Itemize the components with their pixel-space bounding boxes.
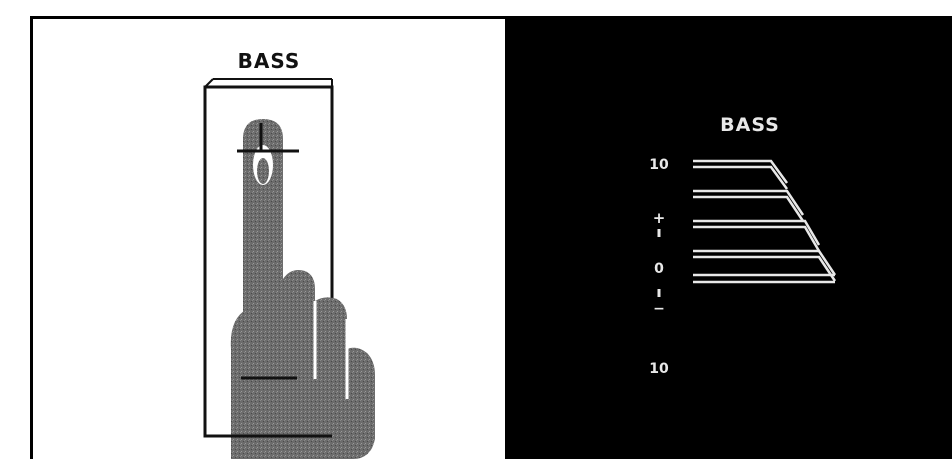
- bass-boost-curves-icon: [505, 19, 952, 459]
- hand-pressing-slider-icon: [33, 19, 505, 459]
- figure-frame: BASS: [30, 16, 952, 459]
- slider-illustration-panel: BASS: [33, 19, 505, 459]
- bass-scale-panel: BASS 10 + 0 − 10: [505, 19, 952, 459]
